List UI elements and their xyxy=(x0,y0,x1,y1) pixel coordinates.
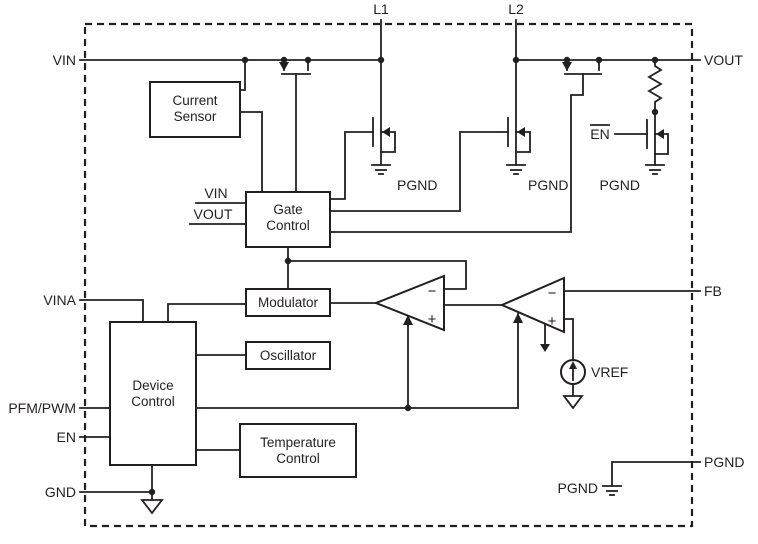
pin-vin-label: VIN xyxy=(53,52,76,68)
temperature-control-label-2: Control xyxy=(276,451,320,466)
pgnd-ground-q5 xyxy=(645,164,665,175)
pin-l1-label: L1 xyxy=(373,1,389,17)
pin-vina-label: VINA xyxy=(43,292,76,308)
modulator-block xyxy=(245,288,331,317)
temperature-control-label-1: Temperature xyxy=(260,435,336,450)
pgnd-ground-bottom xyxy=(602,485,622,496)
current-sensor-label-2: Sensor xyxy=(174,109,217,124)
current-sensor-block xyxy=(149,81,241,138)
modulator-label: Modulator xyxy=(258,295,319,310)
pin-l2-label: L2 xyxy=(508,1,524,17)
pin-gnd-label: GND xyxy=(45,484,76,500)
pin-fb-label: FB xyxy=(704,283,722,299)
comparator-1-plus-sign: + xyxy=(428,311,437,328)
device-control-block xyxy=(109,321,197,466)
current-sensor-label-1: Current xyxy=(172,93,217,108)
oscillator-block xyxy=(245,341,331,370)
comparator-2-minus-sign: − xyxy=(548,285,557,302)
pgnd-ground-q3 xyxy=(506,164,526,175)
en-not-label: EN xyxy=(590,126,609,142)
comparator-2-plus-sign: + xyxy=(548,313,557,330)
pgnd-ground-q2 xyxy=(371,164,391,175)
body-diode-arrow-icon xyxy=(382,127,390,137)
mosfet-q5 xyxy=(646,111,669,166)
chip-boundary xyxy=(83,22,694,528)
gate-control-label-2: Control xyxy=(266,218,310,233)
vref-label: VREF xyxy=(591,364,628,380)
device-control-label-2: Control xyxy=(131,394,175,409)
pin-pfm-pwm-label: PFM/PWM xyxy=(8,400,76,416)
error-amplifier-2 xyxy=(499,276,565,334)
down-arrow-icon xyxy=(540,344,550,352)
body-diode-arrow-icon xyxy=(656,129,664,139)
pin-en-label: EN xyxy=(57,429,76,445)
oscillator-label: Oscillator xyxy=(260,348,317,363)
up-arrow-icon xyxy=(513,313,523,323)
temperature-control-block xyxy=(239,423,357,478)
mosfet-q2 xyxy=(372,117,396,153)
pgnd-label-q5: PGND xyxy=(600,177,640,193)
body-diode-arrow-icon xyxy=(517,127,525,137)
gate-control-vin-label: VIN xyxy=(204,185,227,201)
body-diode-arrow-icon xyxy=(279,62,289,71)
pgnd-label-bottom: PGND xyxy=(558,480,598,496)
gnd-ground-symbol xyxy=(140,499,164,515)
pgnd-label-q2: PGND xyxy=(397,177,437,193)
junction-dots xyxy=(148,56,659,496)
pin-pgnd-label: PGND xyxy=(704,454,744,470)
vref-ground-symbol xyxy=(562,395,584,410)
error-amplifier-1 xyxy=(373,274,445,332)
mosfet-q3 xyxy=(507,117,531,153)
wiring xyxy=(79,19,701,501)
pin-vout-label: VOUT xyxy=(704,52,743,68)
body-diode-arrow-icon xyxy=(562,62,572,71)
up-arrow-icon xyxy=(403,315,413,325)
pgnd-label-q3: PGND xyxy=(528,177,568,193)
comparator-1-minus-sign: − xyxy=(428,283,437,300)
resistor xyxy=(647,59,663,113)
gate-control-block xyxy=(245,191,331,248)
vref-current-source xyxy=(560,359,586,385)
device-control-label-1: Device xyxy=(132,378,173,393)
gate-control-label-1: Gate xyxy=(273,202,302,217)
gate-control-vout-label: VOUT xyxy=(194,206,233,222)
